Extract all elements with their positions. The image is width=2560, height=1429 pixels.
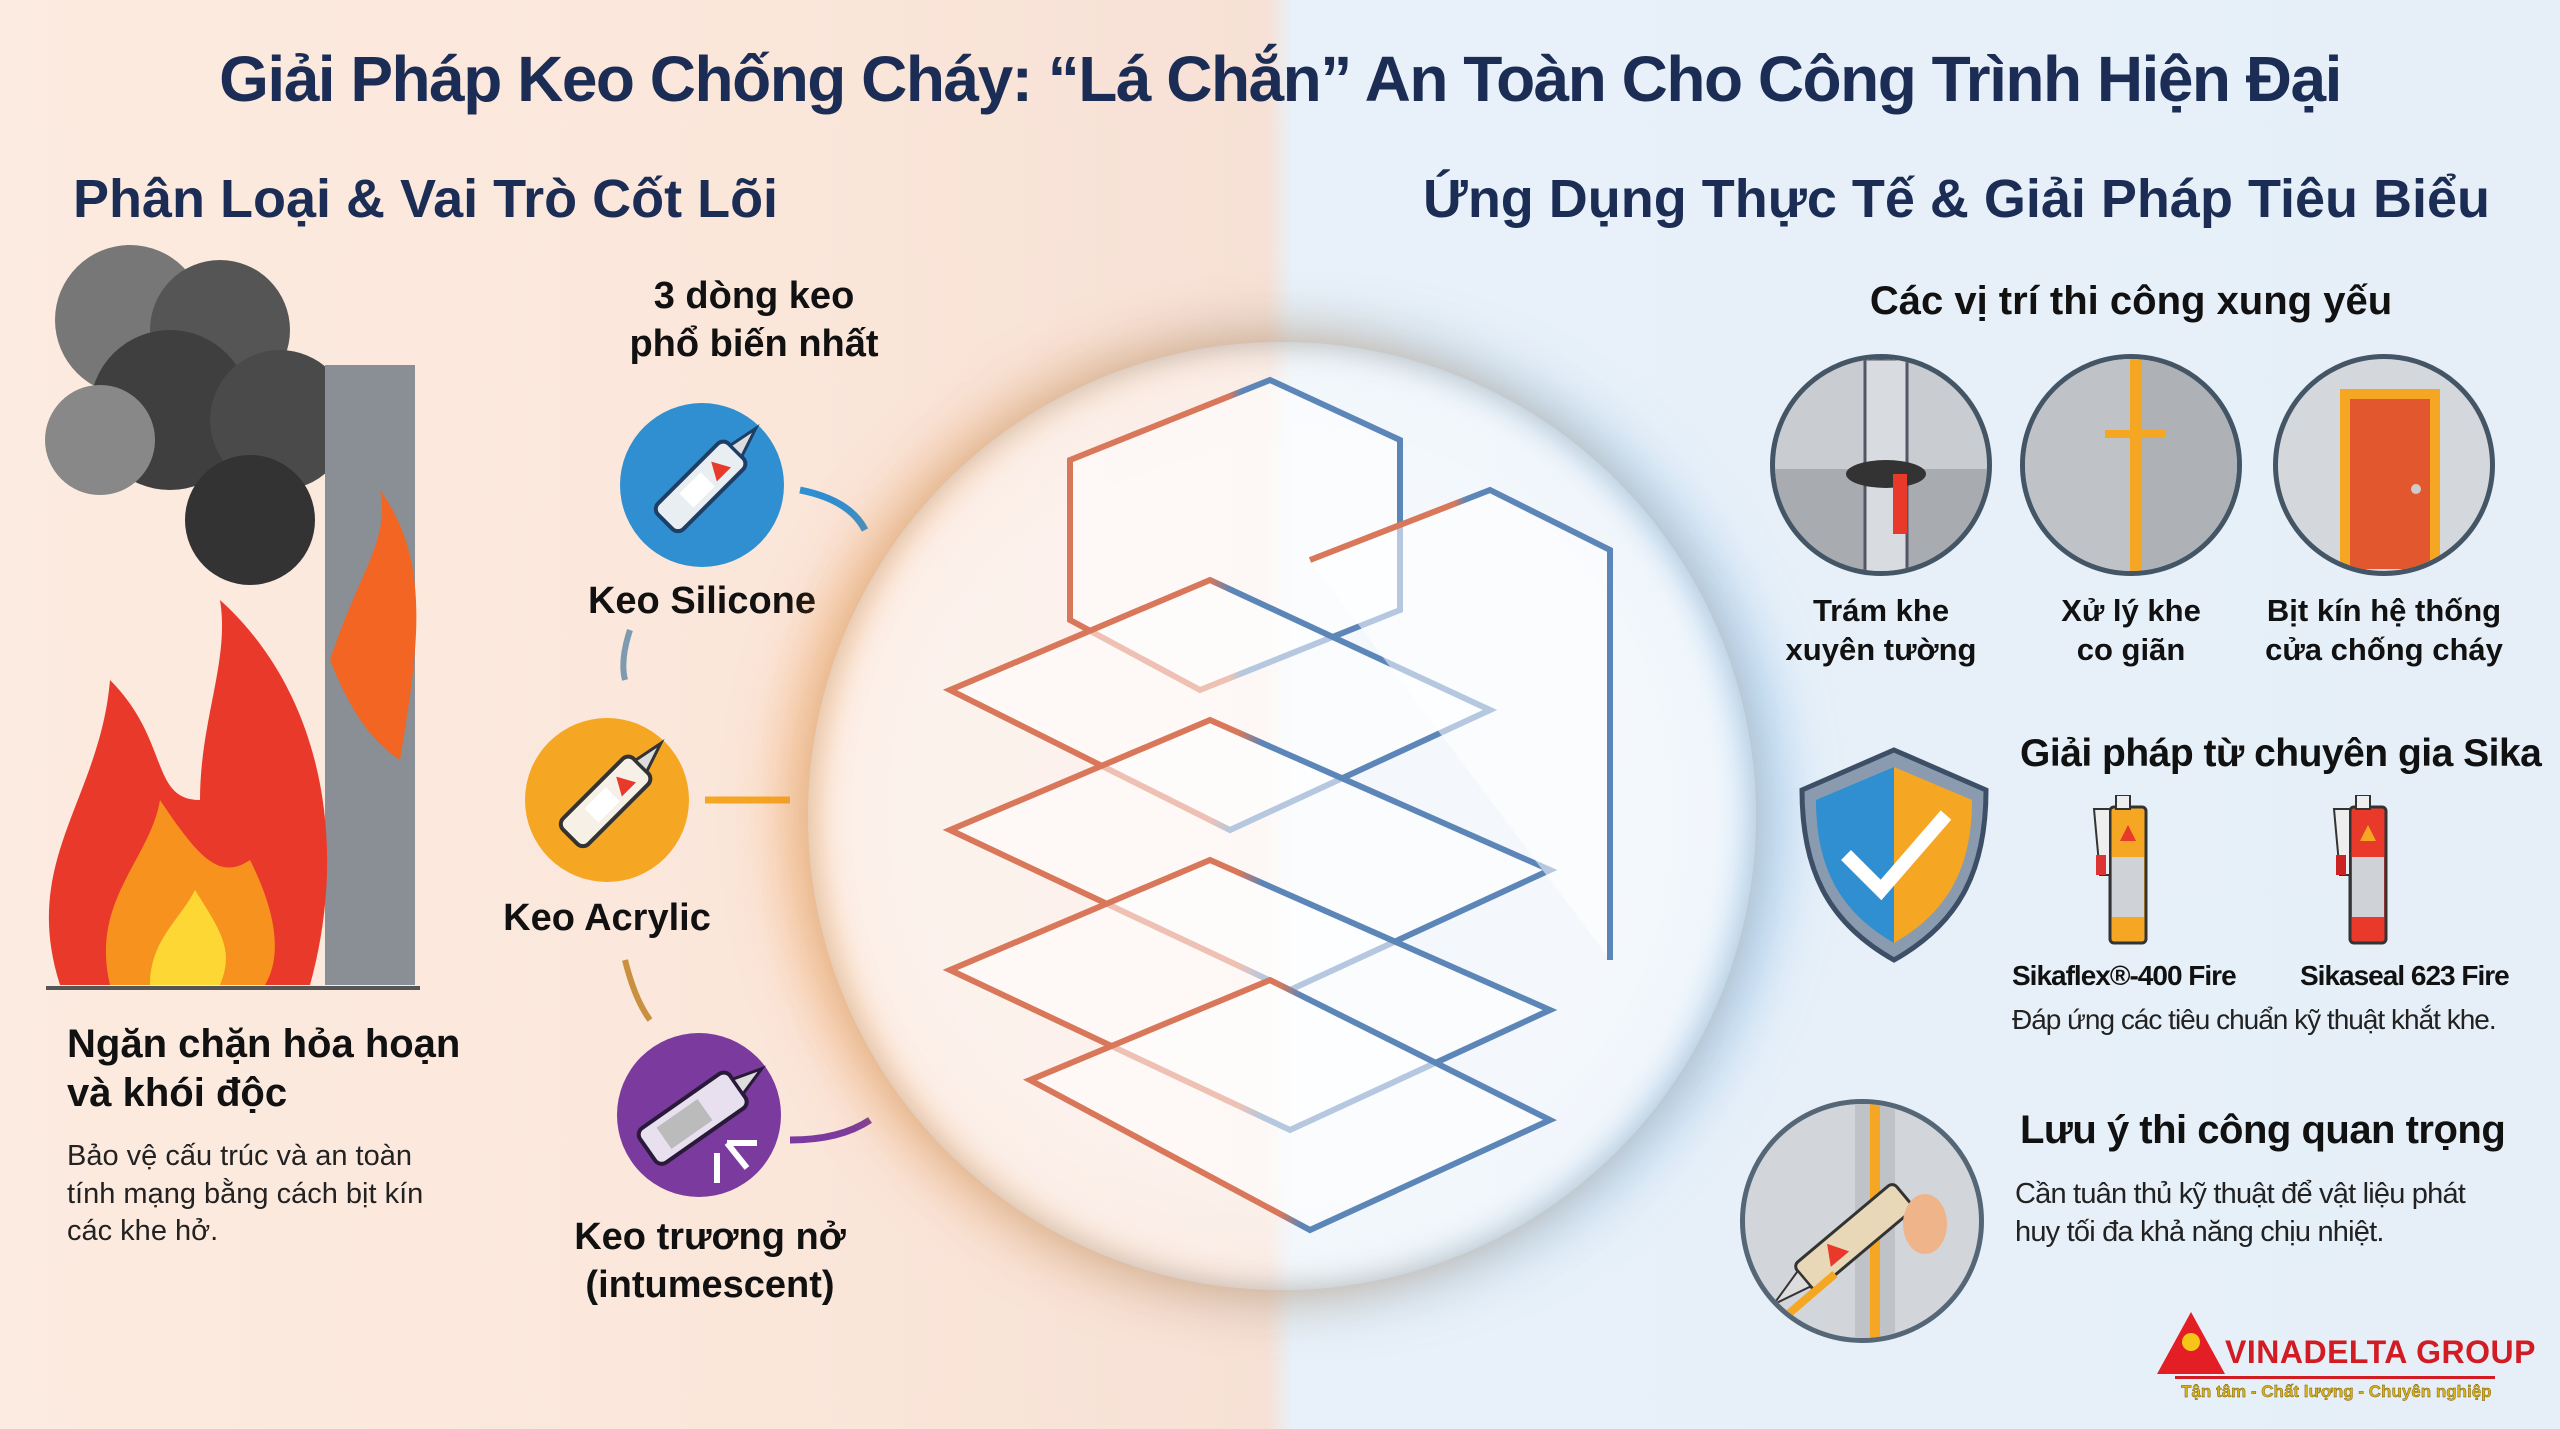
silicone-tube-icon [620,403,784,567]
right-subtitle: Ứng Dụng Thực Tế & Giải Pháp Tiêu Biểu [1423,169,2490,229]
position-label-line: Trám khe [1812,593,1950,628]
sika-text: Đáp ứng các tiêu chuẩn kỹ thuật khắt khe… [2012,1004,2497,1035]
role-text-line: Bảo vệ cấu trúc và an toàn [67,1140,412,1172]
logo-divider [2175,1376,2495,1379]
role-heading: Ngăn chặn hỏa hoạn và khói độc [67,1020,460,1118]
silicone-label: Keo Silicone [587,580,817,622]
flame-icon [48,490,417,985]
positions-heading: Các vị trí thi công xung yếu [1869,279,2393,323]
vinadelta-logo: VINADELTA GROUP Tận tâm - Chất lượng - C… [2155,1310,2535,1410]
product-sikaseal: Sikaseal 623 Fire [2300,960,2510,991]
page-title: Giải Pháp Keo Chống Cháy: “Lá Chắn” An T… [219,43,2342,115]
position-label-line: Bịt kín hệ thống [2266,593,2502,628]
intumescent-label-line: (intumescent) [585,1263,835,1306]
acrylic-tube-icon [525,718,689,882]
smoke-icon [45,245,350,585]
role-text-line: các khe hở. [67,1215,219,1248]
sika-heading: Giải pháp từ chuyên gia Sika [2020,732,2542,775]
position-label-line: xuyên tường [1785,631,1977,667]
types-heading: 3 dòng keo phổ biến nhất [594,273,914,368]
role-text: Bảo vệ cấu trúc và an toàn tính mạng bằn… [67,1138,423,1251]
position-label-penetration: Trám khe xuyên tường [1781,592,1981,670]
fire-smoke-illustration [45,245,420,990]
product-sikaflex: Sikaflex®-400 Fire [2012,960,2237,991]
acrylic-label: Keo Acrylic [503,897,711,939]
building-illustration [942,376,1613,1234]
intumescent-label: Keo trương nở (intumescent) [550,1214,870,1309]
intumescent-label-line: Keo trương nở [574,1216,846,1258]
note-text-line: huy tối đa khả năng chịu nhiệt. [2015,1215,2384,1248]
left-subtitle: Phân Loại & Vai Trò Cốt Lõi [73,169,779,229]
position-label-joint: Xử lý khe co giãn [2031,592,2231,670]
caulking-gun-icon [1740,1099,1984,1343]
types-heading-line: phổ biến nhất [629,322,879,365]
logo-tagline: Tận tâm - Chất lượng - Chuyên nghiệp [2181,1382,2492,1401]
intumescent-tube-icon [617,1033,781,1197]
logo-triangle-icon [2157,1312,2225,1374]
note-text: Cần tuân thủ kỹ thuật để vật liệu phát h… [2015,1176,2466,1251]
position-label-line: co giãn [2076,631,2186,667]
sikaflex-tube-icon [2092,795,2148,945]
note-heading: Lưu ý thi công quan trọng [2020,1108,2506,1152]
role-heading-line: Ngăn chặn hỏa hoạn [67,1022,461,1066]
fire-door-icon[interactable] [2273,354,2495,576]
sikaseal-tube-icon [2332,795,2388,945]
pipe-penetration-icon[interactable] [1770,354,1992,576]
logo-name: VINADELTA GROUP [2225,1334,2536,1370]
expansion-joint-icon[interactable] [2020,354,2242,576]
types-heading-line: 3 dòng keo [653,275,855,317]
position-label-line: Xử lý khe [2061,593,2201,628]
connector-lines [620,486,872,1144]
shield-check-icon [1799,747,1989,963]
position-label-line: cửa chống cháy [2265,631,2503,667]
role-text-line: tính mạng bằng cách bịt kín [67,1177,424,1210]
note-text-line: Cần tuân thủ kỹ thuật để vật liệu phát [2015,1178,2466,1210]
position-label-door: Bịt kín hệ thống cửa chống cháy [2254,592,2514,670]
role-heading-line: và khói độc [67,1070,288,1115]
